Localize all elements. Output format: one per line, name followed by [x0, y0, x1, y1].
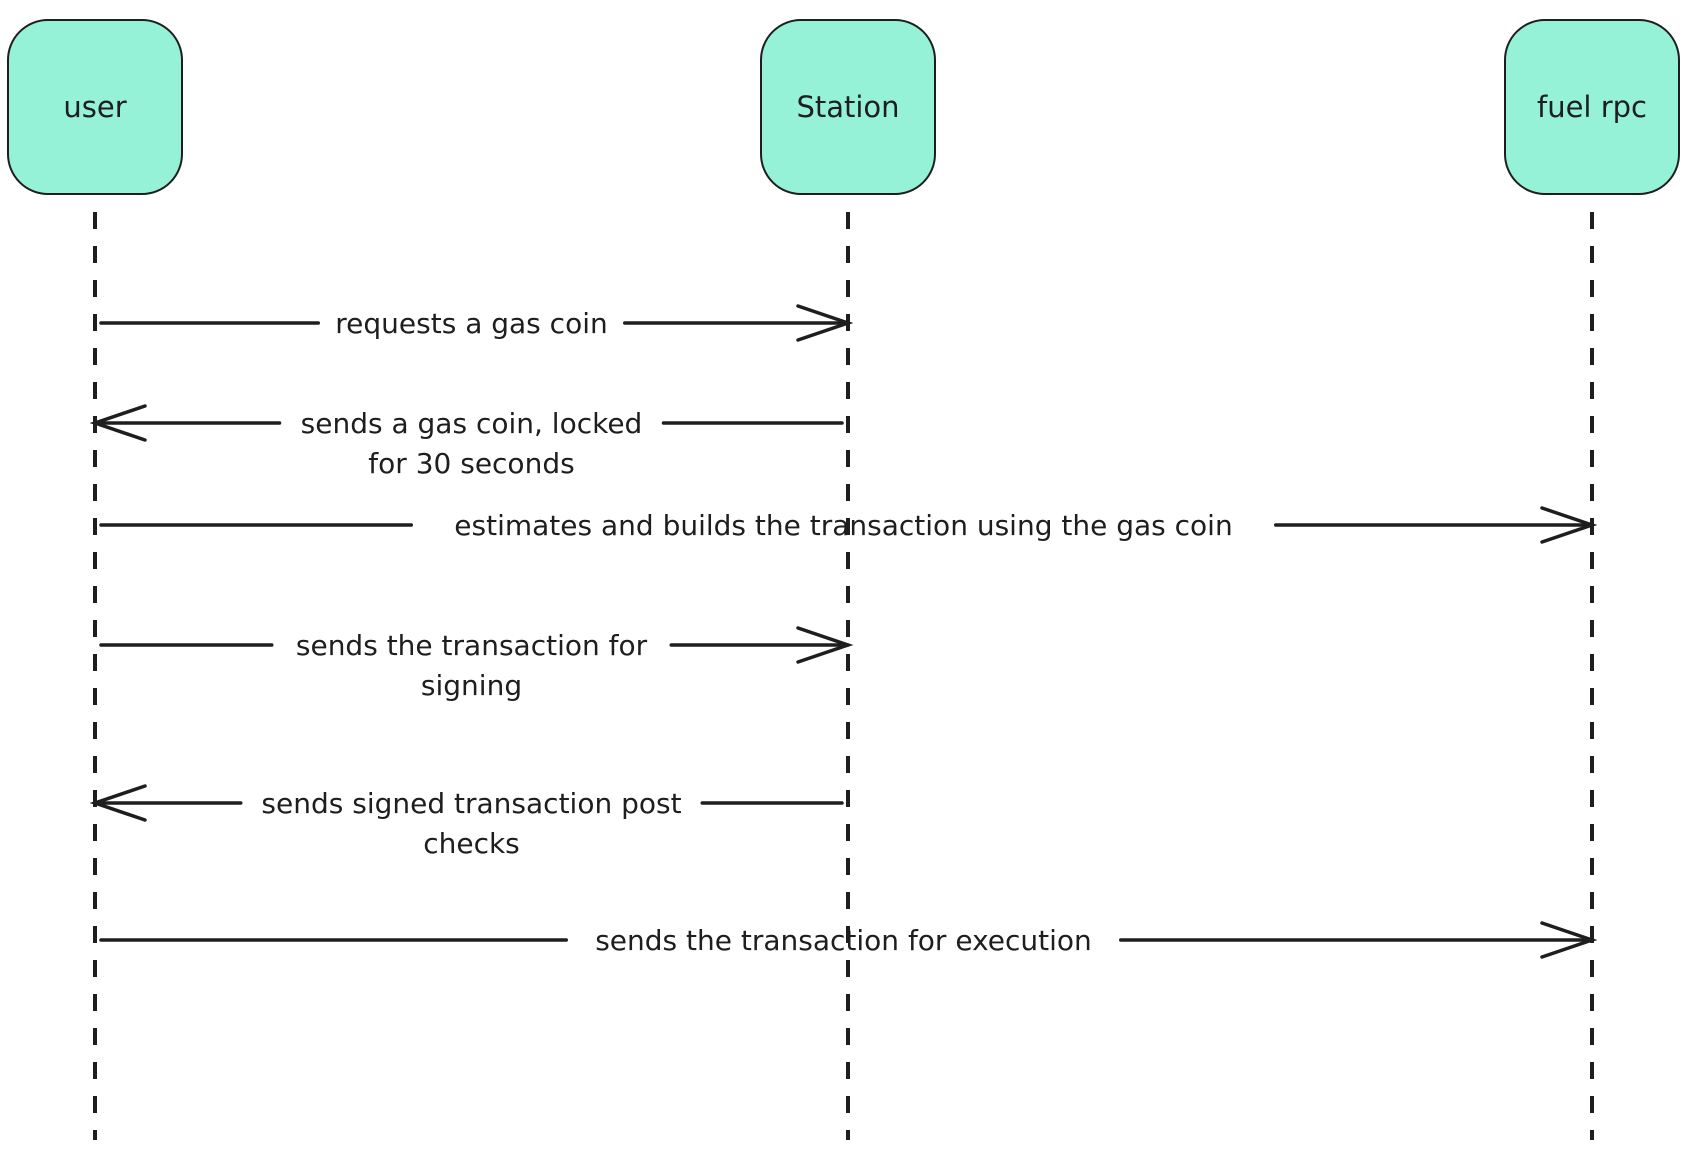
message-1: requests a gas coin	[99, 304, 854, 342]
arrowhead-icon	[1540, 506, 1598, 544]
actor-label: Station	[796, 90, 899, 124]
arrowhead-icon	[89, 404, 147, 442]
message-2: sends a gas coin, locked for 30 seconds	[89, 404, 844, 480]
message-3: estimates and builds the transaction usi…	[99, 506, 1598, 544]
message-label: estimates and builds the transaction usi…	[454, 509, 1232, 542]
arrowhead-icon	[89, 784, 147, 822]
actors: user Station fuel rpc	[7, 19, 1680, 195]
arrowhead-icon	[796, 626, 854, 664]
actor-fuel: fuel rpc	[1504, 19, 1680, 195]
message-5: sends signed transaction post checks	[89, 784, 844, 860]
message-label: requests a gas coin	[335, 307, 607, 340]
arrowhead-icon	[1540, 921, 1598, 959]
arrowhead-icon	[796, 304, 854, 342]
actor-box	[7, 19, 183, 195]
actor-label: user	[63, 90, 126, 124]
message-label: sends signed transaction post	[261, 787, 681, 820]
message-label: sends a gas coin, locked	[301, 407, 643, 440]
message-label: sends the transaction for execution	[595, 924, 1092, 957]
message-4: sends the transaction for signing	[99, 626, 854, 702]
message-label: checks	[423, 827, 520, 860]
lifelines	[93, 212, 1594, 1140]
message-6: sends the transaction for execution	[99, 921, 1598, 959]
actor-user: user	[7, 19, 183, 195]
actor-label: fuel rpc	[1537, 90, 1647, 124]
message-label: sends the transaction for	[296, 629, 648, 662]
message-label: for 30 seconds	[368, 447, 574, 480]
actor-box	[1504, 19, 1680, 195]
messages: requests a gas coin sends a gas coin, loc…	[89, 304, 1598, 959]
message-label: signing	[421, 669, 522, 702]
actor-box	[760, 19, 936, 195]
actor-station: Station	[760, 19, 936, 195]
